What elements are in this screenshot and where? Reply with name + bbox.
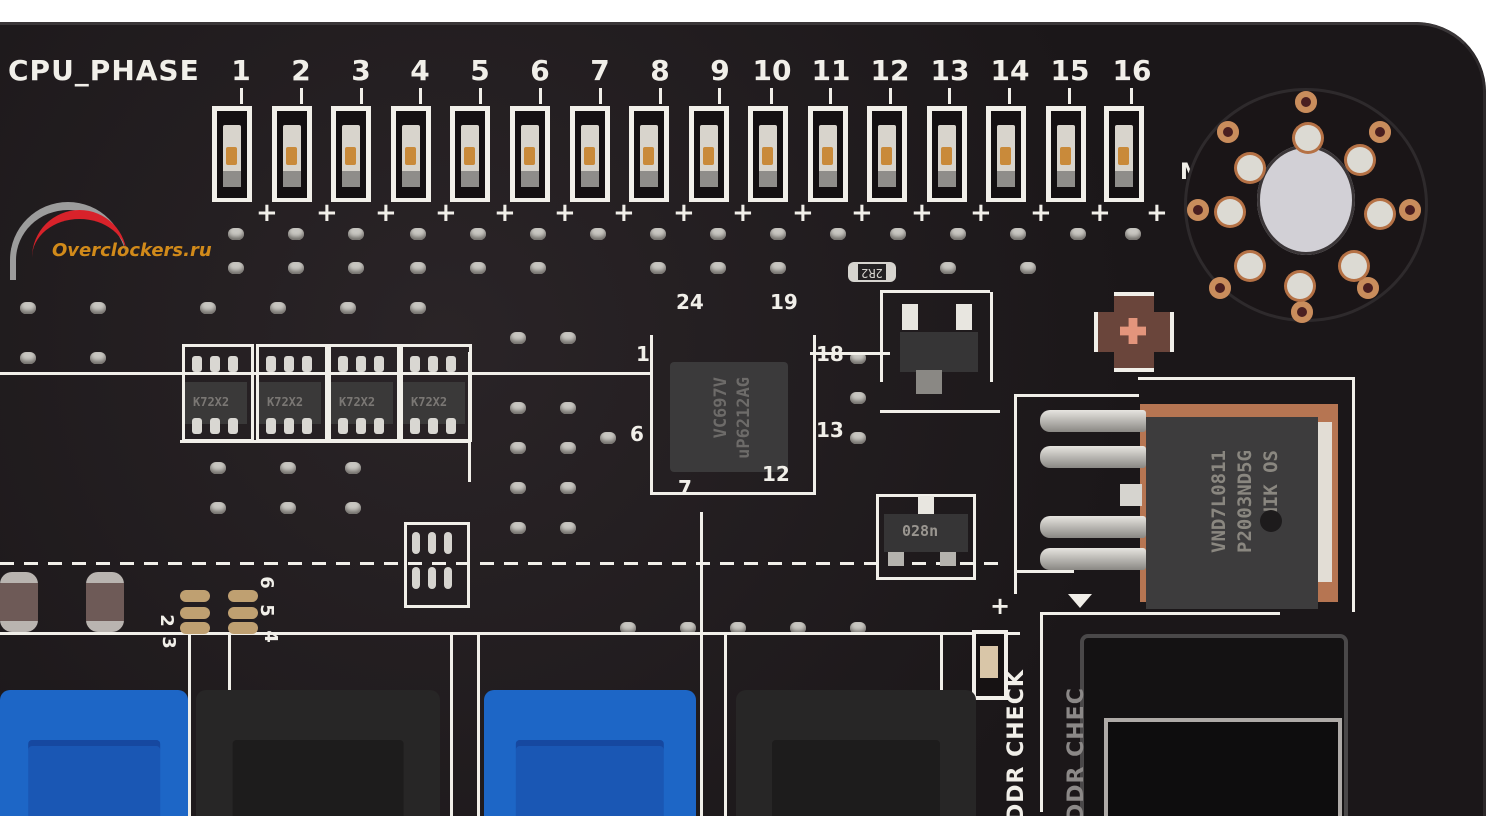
resistor-marking: 2R2 <box>858 264 886 280</box>
phase-number: 8 <box>650 54 670 87</box>
triangle-marker-icon <box>1068 594 1092 608</box>
mosfet-marking-line2: P2003ND5G <box>1234 450 1256 553</box>
motherboard-pcb: CPU_PHASE 1 2 3 4 5 6 7 8 9 10 11 12 13 … <box>0 22 1486 816</box>
qfn-pin-label: 18 <box>816 342 844 366</box>
mosfet-marking-line3: VND7L0811 <box>1208 450 1230 553</box>
ic-marking: K72X2 <box>411 395 448 409</box>
phase-number: 14 <box>990 54 1030 87</box>
phase-number: 6 <box>530 54 550 87</box>
ddr-check-label: DDR CHECK <box>1004 669 1029 816</box>
phase-led <box>272 106 312 202</box>
pin-number: 2 <box>155 614 177 627</box>
phase-number: 4 <box>410 54 430 87</box>
transistor-marking: 028n <box>902 522 939 540</box>
qfn-pin-label: 7 <box>678 476 692 500</box>
phase-number: 1 <box>231 54 251 87</box>
phase-led <box>1104 106 1144 202</box>
phase-number: 13 <box>930 54 970 87</box>
phase-led <box>391 106 431 202</box>
phase-led <box>331 106 371 202</box>
pin-number: 3 <box>157 636 179 649</box>
phase-number: 10 <box>752 54 792 87</box>
qfn-pin-label: 13 <box>816 418 844 442</box>
sata-port-blue[interactable] <box>484 690 696 816</box>
qfn-pin-label: 24 <box>676 290 704 314</box>
pwm-marking-line1: uP6212AG <box>734 377 754 459</box>
cpu-phase-label: CPU_PHASE <box>8 54 200 87</box>
phase-number: 15 <box>1050 54 1090 87</box>
phase-led <box>689 106 729 202</box>
pin-number: 4 <box>259 630 281 643</box>
phase-number: 16 <box>1112 54 1152 87</box>
qfn-pin-label: 6 <box>630 422 644 446</box>
qfn-pin-label: 1 <box>636 342 650 366</box>
phase-led <box>867 106 907 202</box>
ic-marking: K72X2 <box>193 395 230 409</box>
pwm-marking-line2: VC697V <box>711 377 731 439</box>
sata-port-black[interactable] <box>736 690 976 816</box>
sata-port-blue[interactable] <box>0 690 188 816</box>
watermark-text: Overclockers.ru <box>52 240 212 261</box>
mounting-hole <box>1184 88 1428 323</box>
sata-port-black[interactable] <box>196 690 440 816</box>
pin-number: 6 <box>255 576 277 589</box>
phase-led <box>927 106 967 202</box>
phase-led <box>808 106 848 202</box>
mosfet-marking-line1: NIK OS <box>1260 450 1282 519</box>
phase-number: 9 <box>710 54 730 87</box>
phase-led <box>748 106 788 202</box>
qfn-pin-label: 19 <box>770 290 798 314</box>
logo-arc-icon <box>10 202 126 280</box>
ic-marking: K72X2 <box>267 395 304 409</box>
phase-led <box>570 106 610 202</box>
ddr-slot-connector <box>1080 634 1348 816</box>
phase-led <box>1046 106 1086 202</box>
pin-number: 5 <box>255 604 277 617</box>
qfn-pin-label: 12 <box>762 462 790 486</box>
phase-number: 11 <box>811 54 851 87</box>
logo-swoosh-icon <box>32 210 127 269</box>
ground-plus-pad-icon <box>1094 292 1174 372</box>
mounting-hole-icon <box>1257 145 1355 255</box>
phase-led <box>212 106 252 202</box>
phase-number: 2 <box>291 54 311 87</box>
ddr-check-reflection: DDR CHEC <box>1064 687 1089 816</box>
phase-number: 7 <box>590 54 610 87</box>
ic-marking: K72X2 <box>339 395 376 409</box>
ddr-check-led <box>972 630 1008 700</box>
phase-number: 5 <box>470 54 490 87</box>
phase-led <box>510 106 550 202</box>
phase-led <box>450 106 490 202</box>
phase-number: 12 <box>870 54 910 87</box>
phase-number: 3 <box>351 54 371 87</box>
phase-led <box>986 106 1026 202</box>
phase-led <box>629 106 669 202</box>
